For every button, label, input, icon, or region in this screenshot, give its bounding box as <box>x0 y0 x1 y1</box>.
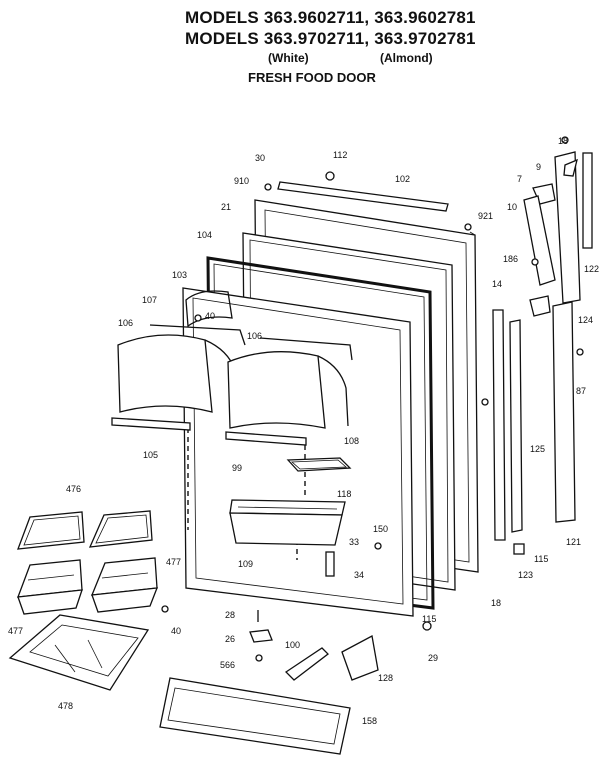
part-label: 109 <box>238 559 253 569</box>
part-label: 921 <box>478 211 493 221</box>
part-label: 40 <box>171 626 181 636</box>
part-label: 106 <box>118 318 133 328</box>
door-trim-strip <box>277 181 449 212</box>
part-label: 40 <box>205 311 215 321</box>
part-label: 106 <box>247 331 262 341</box>
part-label: 33 <box>349 537 359 547</box>
part-label: 122 <box>584 264 599 274</box>
vertical-trim-14 <box>492 309 506 541</box>
part-label: 108 <box>344 436 359 446</box>
part-label: 477 <box>8 626 23 636</box>
part-label: 158 <box>362 716 377 726</box>
part-label: 476 <box>66 484 81 494</box>
part-label: 9 <box>536 162 541 172</box>
part-label: 100 <box>285 640 300 650</box>
part-label: 124 <box>578 315 593 325</box>
part-label: 112 <box>333 150 347 160</box>
part-label: 14 <box>492 279 502 289</box>
part-label: 125 <box>530 444 545 454</box>
part-label: 103 <box>172 270 187 280</box>
bracket-128 <box>341 635 379 681</box>
part-label: 107 <box>142 295 157 305</box>
part-labels: 18 9 30 112 102 910 7 21 10 921 104 186 … <box>8 136 599 726</box>
hinge-parts <box>161 171 525 662</box>
color-almond-label: (Almond) <box>380 51 433 65</box>
basket-right <box>90 557 158 613</box>
part-label: 128 <box>378 673 393 683</box>
part-label: 115 <box>534 554 548 564</box>
part-label: 28 <box>225 610 235 620</box>
storage-bin <box>229 499 346 546</box>
vertical-trim-121 <box>552 301 576 523</box>
color-white-label: (White) <box>268 51 309 65</box>
part-label: 123 <box>518 570 533 580</box>
bottom-bin <box>159 677 351 755</box>
shelf-rail-99 <box>225 431 307 446</box>
part-label: 18 <box>491 598 501 608</box>
shelf-tray <box>8 614 150 691</box>
part-label: 34 <box>354 570 364 580</box>
strip-100 <box>284 647 329 681</box>
basket-left <box>17 559 83 615</box>
egg-tray-right <box>88 510 153 548</box>
hinge-pin-bar <box>554 151 581 304</box>
part-label: 102 <box>395 174 410 184</box>
screw-124 <box>576 348 584 356</box>
screw-186 <box>531 258 539 266</box>
part-label: 21 <box>221 202 231 212</box>
part-label: 150 <box>373 524 388 534</box>
part-label: 118 <box>337 489 351 499</box>
part-label: 910 <box>234 176 249 186</box>
shelf-rail-105 <box>111 417 191 431</box>
vertical-trim-125 <box>509 319 523 533</box>
dairy-door-left <box>117 324 246 413</box>
part-label: 87 <box>576 386 586 396</box>
part-label: 115 <box>422 614 436 624</box>
hinge-cover-122 <box>582 152 593 249</box>
screw-small <box>481 398 489 406</box>
part-label: 29 <box>428 653 438 663</box>
inner-door-liner <box>182 287 414 617</box>
section-title: FRESH FOOD DOOR <box>248 70 376 85</box>
part-label: 26 <box>225 634 235 644</box>
butter-tray <box>286 457 352 472</box>
part-label: 10 <box>507 202 517 212</box>
part-label: 186 <box>503 254 518 264</box>
part-label: 478 <box>58 701 73 711</box>
part-label: 30 <box>255 153 265 163</box>
part-label: 121 <box>566 537 581 547</box>
part-label: 477 <box>166 557 181 567</box>
part-label: 104 <box>197 230 212 240</box>
egg-tray-left <box>17 511 85 550</box>
models-line-2: MODELS 363.9702711, 363.9702781 <box>185 29 476 48</box>
part-label: 566 <box>220 660 235 670</box>
upper-hinge-bracket <box>523 183 556 317</box>
part-label: 18 <box>558 136 568 146</box>
models-line-1: MODELS 363.9602711, 363.9602781 <box>185 8 476 27</box>
part-label: 99 <box>232 463 242 473</box>
part-label: 105 <box>143 450 158 460</box>
dairy-door-right <box>227 337 353 429</box>
part-label: 7 <box>517 174 522 184</box>
screw-18-top <box>561 136 569 144</box>
